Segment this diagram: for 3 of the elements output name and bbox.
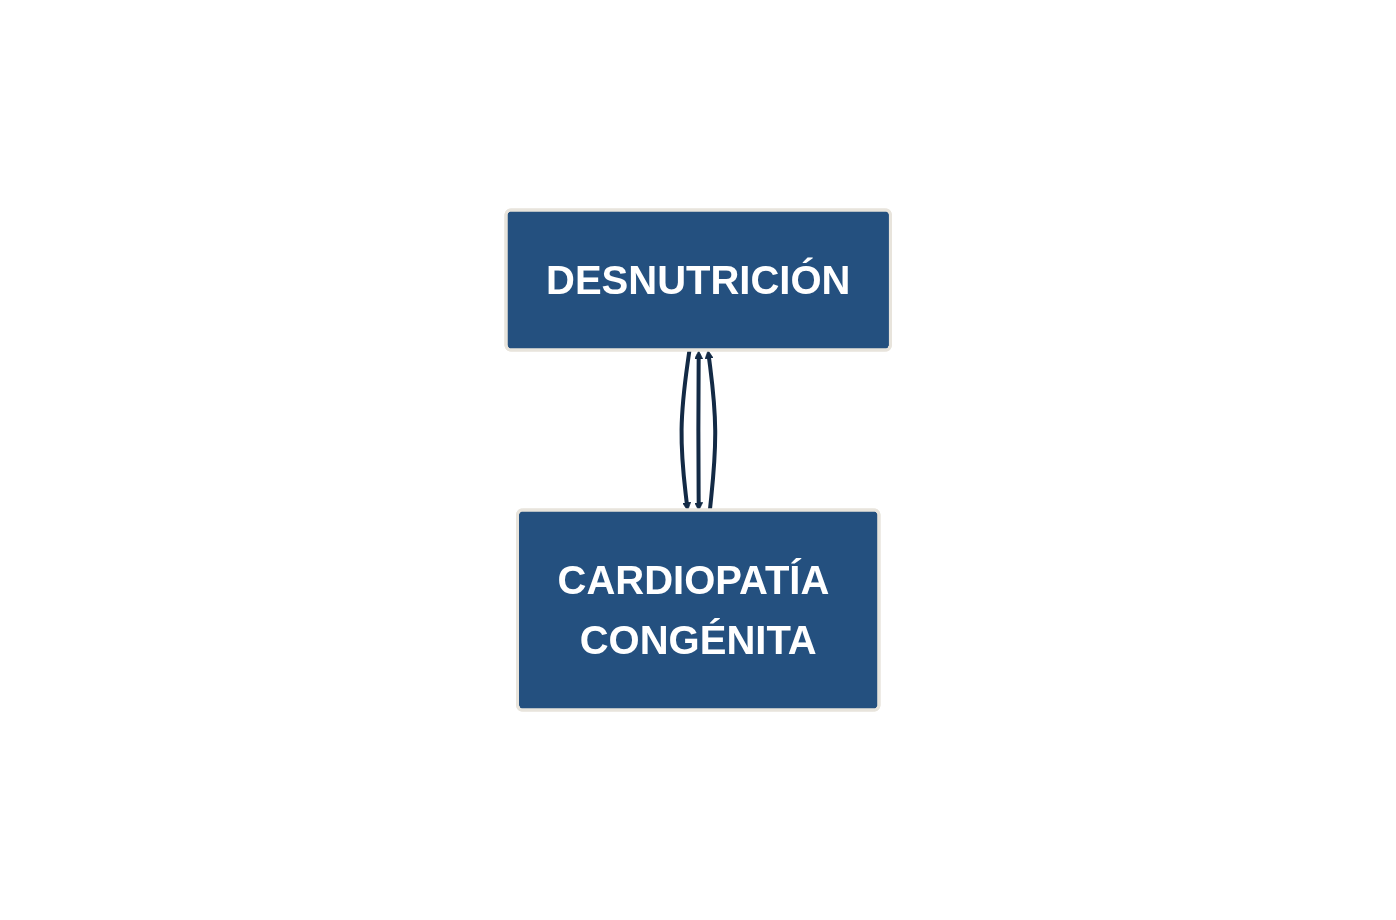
arrow [679,350,692,511]
arrow [694,350,703,511]
arrow [704,350,717,511]
